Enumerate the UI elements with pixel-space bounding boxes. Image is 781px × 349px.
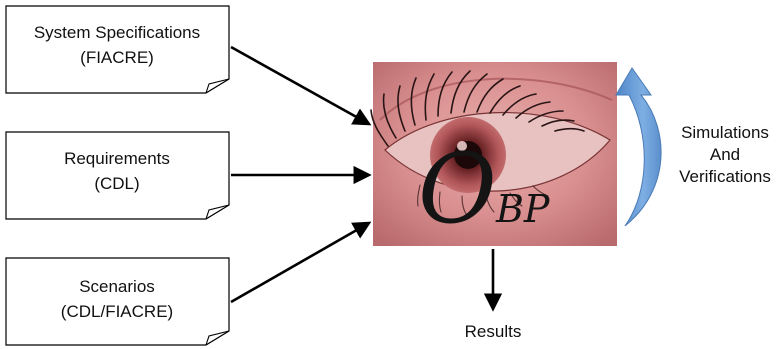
upper-eyelashes [370, 70, 585, 147]
document-shape [5, 5, 230, 94]
logo-letter-o: O [418, 133, 497, 245]
document-shape [5, 257, 230, 346]
document-fold [205, 330, 230, 346]
document-shape [5, 131, 230, 220]
obp-logo: O BP [370, 62, 617, 246]
logo-suffix-bp: BP [495, 187, 551, 231]
eye-highlight [457, 141, 467, 151]
eyelid-crease [379, 77, 613, 121]
loop-arrow-icon [615, 67, 662, 227]
input-box-line-1: Requirements [64, 149, 170, 168]
arrow-specifications-to-obp [230, 45, 372, 126]
document-fold [205, 78, 230, 94]
loop-label-line-3: Verifications [679, 167, 771, 186]
input-box-line-2: (CDL/FIACRE) [61, 302, 173, 321]
loop-label-line-1: Simulations [681, 123, 769, 142]
document-fold [205, 204, 230, 220]
input-box-requirements: Requirements (CDL) [5, 131, 230, 220]
input-box-line-2: (FIACRE) [80, 48, 154, 67]
arrow-scenarios-to-obp [230, 221, 372, 304]
input-box-line-1: Scenarios [79, 277, 155, 296]
results-label: Results [465, 322, 522, 341]
loop-label-line-2: And [710, 145, 740, 164]
input-box-scenarios: Scenarios (CDL/FIACRE) [5, 257, 230, 346]
input-box-line-2: (CDL) [94, 174, 139, 193]
input-box-line-1: System Specifications [34, 23, 200, 42]
lower-eyelashes [417, 184, 549, 215]
input-box-system-specifications: System Specifications (FIACRE) [5, 5, 230, 94]
